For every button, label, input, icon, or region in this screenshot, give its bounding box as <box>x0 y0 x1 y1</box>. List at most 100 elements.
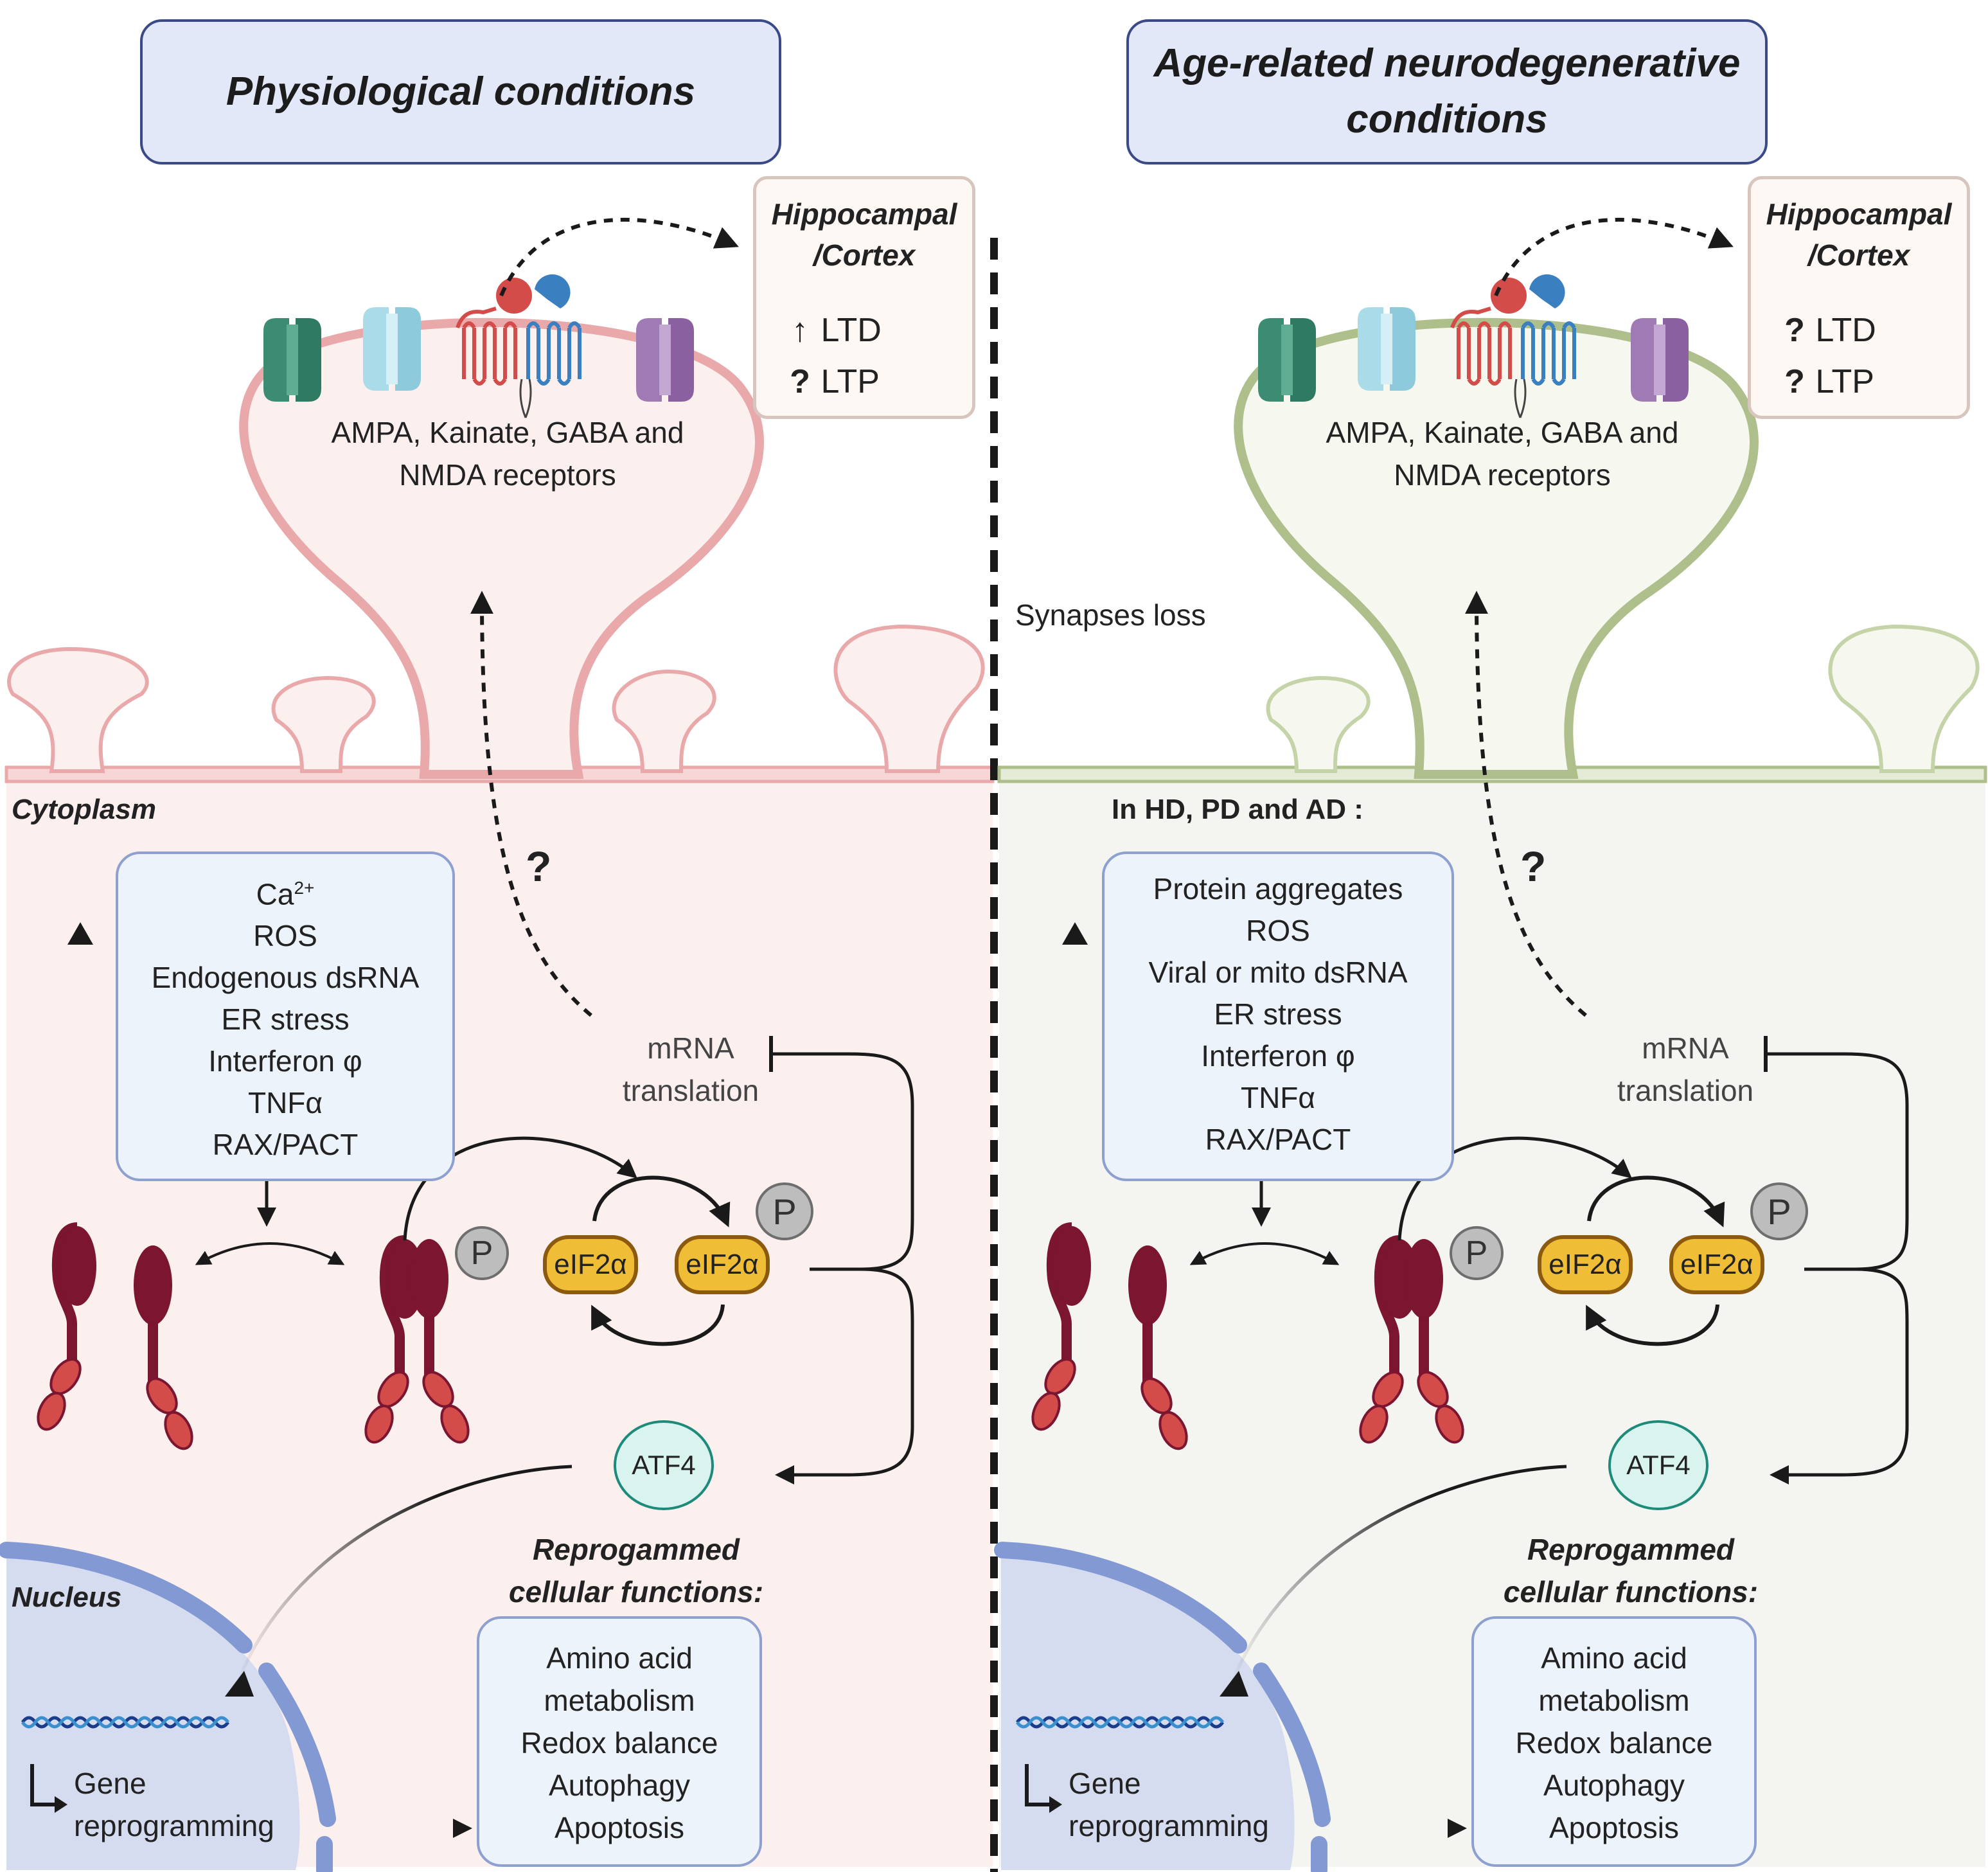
left-hippocampal-title: Hippocampal /Cortex <box>756 193 972 276</box>
left-nuclear-envelope <box>0 1542 253 1654</box>
function-item: Redox balance <box>1515 1726 1713 1760</box>
translation-label-line: mRNA <box>1642 1031 1729 1065</box>
trigger-item: ROS <box>253 919 317 953</box>
left-atf4-node: ATF4 <box>614 1420 714 1510</box>
left-reprogrammed-title: Reprogammed cellular functions: <box>469 1528 803 1613</box>
gaba-channel-icon <box>636 318 694 402</box>
right-dimerization-arrow <box>1189 1242 1340 1265</box>
left-ltd-line: ↑ LTD <box>788 311 882 350</box>
right-ltp-symbol: ? <box>1784 363 1805 400</box>
right-gene-label: Gene reprogramming <box>1069 1762 1269 1847</box>
right-hippocampal-title: Hippocampal /Cortex <box>1751 193 1967 276</box>
left-receptors-label: AMPA, Kainate, GABA and NMDA receptors <box>315 411 700 496</box>
trigger-item: ER stress <box>221 1003 350 1037</box>
trigger-item: Interferon φ <box>1201 1039 1355 1073</box>
right-nucleus <box>1001 1555 1295 1870</box>
promoter-arrow-head <box>1049 1796 1062 1813</box>
left-panel-header: Physiological conditions <box>140 19 781 165</box>
kainate-channel-icon <box>363 307 421 391</box>
right-translation-label: mRNA translation <box>1599 1027 1772 1112</box>
left-stress-trigger-box: Ca2+ ROS Endogenous dsRNA ER stress Inte… <box>116 851 455 1181</box>
header-line: conditions <box>1346 97 1548 141</box>
trigger-item: ER stress <box>1214 997 1342 1031</box>
reprogrammed-title-line: Reprogammed <box>1527 1533 1735 1566</box>
receptors-label-line: AMPA, Kainate, GABA and <box>331 416 684 449</box>
right-eif2-phosphate: P <box>1750 1182 1808 1240</box>
function-item: Apoptosis <box>1549 1811 1679 1844</box>
left-gene-label: Gene reprogramming <box>74 1762 274 1847</box>
reprogrammed-title-line: Reprogammed <box>532 1533 740 1566</box>
trigger-item: TNFα <box>247 1086 323 1120</box>
receptors-label-line: AMPA, Kainate, GABA and <box>1326 416 1679 449</box>
gaba-channel-icon <box>1631 318 1689 402</box>
trigger-item: Endogenous dsRNA <box>151 961 420 995</box>
right-functions-list: Amino acid metabolism Redox balance Auto… <box>1474 1637 1754 1849</box>
left-small-spine <box>7 646 149 773</box>
right-phosphorylation-arrow <box>1398 1136 1632 1241</box>
left-translation-label: mRNA translation <box>604 1027 777 1112</box>
translation-label-line: translation <box>1617 1074 1754 1107</box>
right-atf4-arrow-head <box>1220 1671 1248 1697</box>
left-atf4-arrow <box>233 1465 572 1691</box>
gene-label-line: Gene <box>1069 1767 1141 1800</box>
right-small-spine <box>1266 675 1371 773</box>
function-item: Autophagy <box>549 1769 690 1802</box>
right-eif2-unphosphorylated: eIF2α <box>1538 1235 1633 1294</box>
right-ltd-line: ? LTD <box>1783 311 1876 350</box>
right-increase-arrow-head <box>1062 922 1088 945</box>
left-ltd-symbol: ↑ <box>792 312 808 349</box>
left-ltp-label: LTP <box>821 363 880 400</box>
disease-label: In HD, PD and AD : <box>1112 794 1363 825</box>
right-eif2-phosphorylated: eIF2α <box>1669 1235 1764 1294</box>
right-nuclear-envelope <box>994 1542 1247 1654</box>
right-ltd-label: LTD <box>1815 312 1876 349</box>
right-ltd-symbol: ? <box>1784 312 1805 349</box>
right-unknown-mark: ? <box>1520 842 1547 890</box>
kainate-channel-icon <box>1358 307 1416 391</box>
trigger-item: TNFα <box>1240 1081 1315 1114</box>
right-dashed-arrow-up <box>1465 591 1587 1017</box>
left-unknown-mark: ? <box>526 842 552 890</box>
function-item: Amino acid <box>1541 1641 1687 1675</box>
right-atf4-arrow <box>1227 1465 1567 1691</box>
promoter-arrow-head <box>55 1796 67 1813</box>
right-activation-line <box>1770 1267 1909 1484</box>
trigger-item: Viral or mito dsRNA <box>1148 956 1408 989</box>
left-small-spine <box>833 624 985 773</box>
function-item: Autophagy <box>1543 1769 1685 1802</box>
trigger-item: RAX/PACT <box>1205 1123 1351 1156</box>
left-eif2-phosphate: P <box>756 1182 813 1240</box>
function-item: metabolism <box>544 1684 695 1717</box>
left-atf4-arrow-head <box>225 1671 254 1697</box>
right-stress-trigger-list: Protein aggregates ROS Viral or mito dsR… <box>1105 868 1451 1161</box>
right-functions-box: Amino acid metabolism Redox balance Auto… <box>1471 1616 1757 1867</box>
right-receptors-label: AMPA, Kainate, GABA and NMDA receptors <box>1309 411 1695 496</box>
left-eif2-cycle-top <box>592 1175 731 1227</box>
left-dashed-arrow-up <box>470 591 592 1017</box>
left-ltd-label: LTD <box>821 312 882 349</box>
left-eif2-unphosphorylated: eIF2α <box>543 1235 638 1294</box>
left-small-spine <box>612 669 716 773</box>
right-panel-header: Age-related neurodegenerative conditions <box>1126 19 1768 165</box>
gene-label-line: Gene <box>74 1767 146 1800</box>
receptors-label-line: NMDA receptors <box>1394 458 1611 492</box>
function-item: Amino acid <box>546 1641 693 1675</box>
right-reprogramming-arrow-head <box>1448 1819 1467 1838</box>
left-small-spine <box>271 675 376 773</box>
receptors-label-line: NMDA receptors <box>399 458 616 492</box>
nucleus-label: Nucleus <box>12 1582 122 1613</box>
right-reprogrammed-title: Reprogammed cellular functions: <box>1464 1528 1798 1613</box>
translation-label-line: translation <box>622 1074 759 1107</box>
left-header-text: Physiological conditions <box>226 69 696 114</box>
trigger-item: ROS <box>1246 914 1310 947</box>
right-inhibition-line <box>1766 1052 1909 1271</box>
hippocampal-title-line: Hippocampal <box>771 197 957 231</box>
ampa-channel-icon <box>1258 318 1316 402</box>
left-stress-trigger-list: Ca2+ ROS Endogenous dsRNA ER stress Inte… <box>118 867 452 1166</box>
right-dashed-arrow-hippocampal <box>1494 217 1734 297</box>
left-functions-box: Amino acid metabolism Redox balance Auto… <box>477 1616 762 1867</box>
reprogrammed-title-line: cellular functions: <box>508 1575 764 1609</box>
right-atf4-node: ATF4 <box>1608 1420 1708 1510</box>
right-stress-trigger-box: Protein aggregates ROS Viral or mito dsR… <box>1102 851 1454 1181</box>
